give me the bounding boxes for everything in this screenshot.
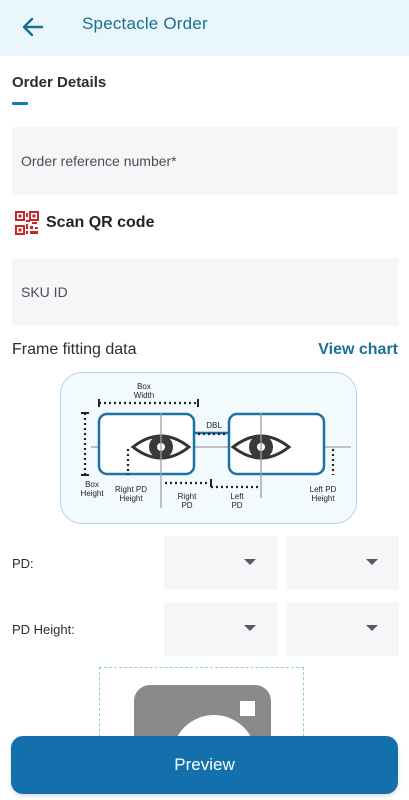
pd-height-right-select[interactable] xyxy=(164,602,277,656)
box-height-label-2: Height xyxy=(80,489,104,498)
arrow-left-icon xyxy=(22,17,44,37)
box-height-label-1: Box xyxy=(85,480,99,489)
pd-right-select[interactable] xyxy=(164,536,277,590)
back-button[interactable] xyxy=(18,12,48,42)
left-pd-height-label-1: Left PD xyxy=(310,485,337,494)
chevron-down-icon xyxy=(366,559,378,565)
right-pd-label-1: Right xyxy=(178,492,197,501)
chevron-down-icon xyxy=(366,625,378,631)
pd-label: PD: xyxy=(12,556,34,571)
section-title-underline xyxy=(12,102,28,105)
right-pd-height-label-2: Height xyxy=(119,494,143,503)
scan-qr-label: Scan QR code xyxy=(46,214,155,231)
right-pd-label-2: PD xyxy=(181,501,192,510)
order-reference-input[interactable] xyxy=(12,127,398,195)
dbl-label: DBL xyxy=(206,421,222,430)
page-title: Spectacle Order xyxy=(82,14,208,33)
pd-left-select[interactable] xyxy=(286,536,399,590)
order-reference-field[interactable] xyxy=(12,127,398,195)
left-pd-height-label-2: Height xyxy=(311,494,335,503)
left-pd-label-2: PD xyxy=(231,501,242,510)
frame-diagram-svg: Box Width Box Height DBL xyxy=(80,382,351,510)
right-pd-height-label-1: Right PD xyxy=(115,485,147,494)
section-title-order-details: Order Details xyxy=(12,74,107,91)
app-header: Spectacle Order xyxy=(0,0,409,56)
view-chart-link[interactable]: View chart xyxy=(318,341,398,358)
frame-fitting-diagram: Box Width Box Height DBL xyxy=(60,372,357,524)
sku-id-input[interactable] xyxy=(12,258,398,326)
box-width-label-2: Width xyxy=(134,391,154,400)
frame-fitting-label: Frame fitting data xyxy=(12,341,137,358)
photo-upload-area[interactable] xyxy=(99,667,304,757)
left-pd-label-1: Left xyxy=(230,492,244,501)
qr-code-icon xyxy=(15,211,39,235)
chevron-down-icon xyxy=(244,559,256,565)
pd-height-left-select[interactable] xyxy=(286,602,399,656)
chevron-down-icon xyxy=(244,625,256,631)
sku-id-field[interactable] xyxy=(12,258,398,326)
pd-height-label: PD Height: xyxy=(12,622,75,637)
box-width-label-1: Box xyxy=(137,382,151,391)
scan-qr-button[interactable]: Scan QR code xyxy=(15,210,154,236)
preview-button[interactable]: Preview xyxy=(11,736,398,794)
camera-flash xyxy=(240,701,255,716)
